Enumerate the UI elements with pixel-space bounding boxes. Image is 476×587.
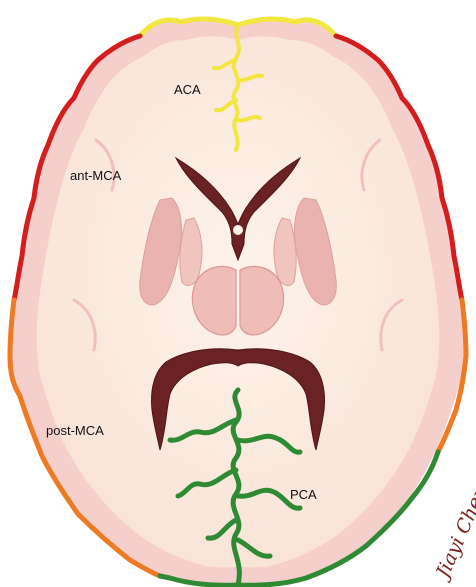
pca-label: PCA: [290, 487, 317, 502]
post-mca-label: post-MCA: [46, 423, 104, 438]
aca-label: ACA: [174, 82, 201, 97]
septum-pellucidum: [233, 225, 243, 235]
ant-mca-label: ant-MCA: [70, 168, 121, 183]
